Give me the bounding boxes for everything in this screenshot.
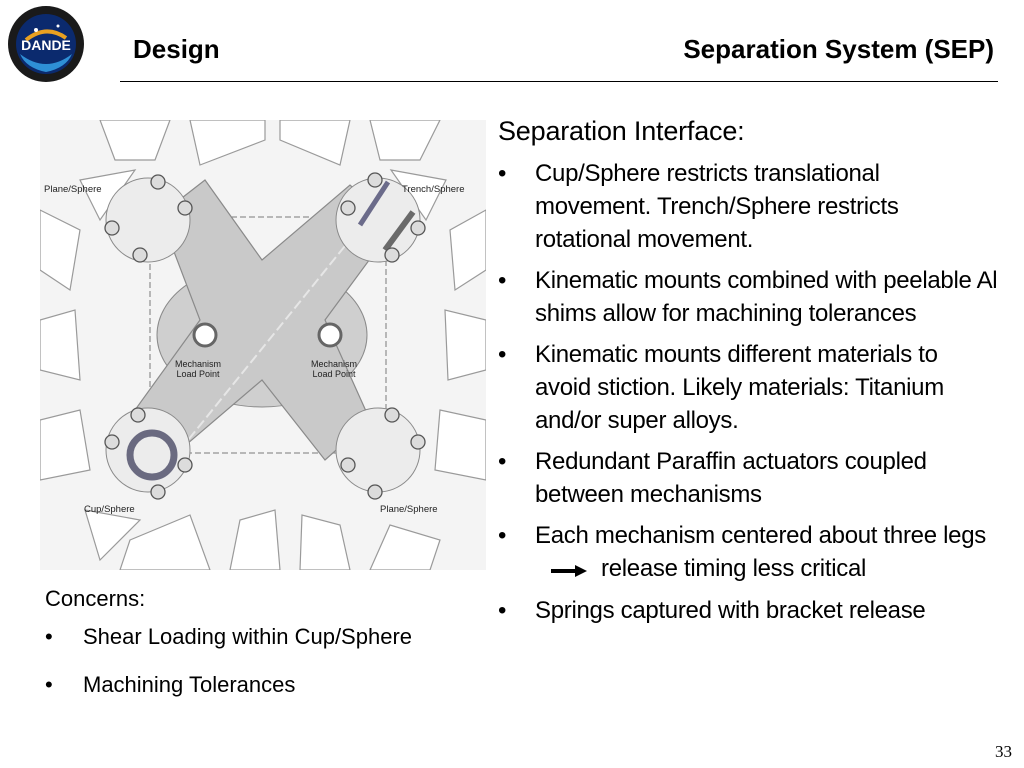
svg-text:Load Point: Load Point xyxy=(312,369,356,379)
dande-logo: DANDE xyxy=(6,4,86,84)
svg-text:Load Point: Load Point xyxy=(176,369,220,379)
separation-interface-panel: Separation Interface: •Cup/Sphere restri… xyxy=(498,116,998,635)
list-item: •Kinematic mounts combined with peelable… xyxy=(498,267,998,327)
list-item: •Kinematic mounts different materials to… xyxy=(498,341,944,434)
list-item: •Springs captured with bracket release xyxy=(498,597,926,625)
page-title: Separation System (SEP) xyxy=(683,34,994,64)
separation-interface-title: Separation Interface: xyxy=(498,116,745,146)
list-item: •Redundant Paraffin actuators coupled be… xyxy=(498,448,927,508)
label-plane-sphere-bottom: Plane/Sphere xyxy=(380,504,438,515)
page-number: 33 xyxy=(995,742,1012,761)
svg-text:DANDE: DANDE xyxy=(21,37,71,53)
label-plane-sphere-top: Plane/Sphere xyxy=(44,184,102,195)
list-item: •Each mechanism centered about three leg… xyxy=(498,519,998,586)
list-item: •Cup/Sphere restricts translational move… xyxy=(498,160,899,253)
header-divider xyxy=(120,81,998,82)
load-point-label-right: Mechanism xyxy=(311,359,357,369)
arrow-right-icon xyxy=(551,553,587,586)
concerns-list: •Shear Loading within Cup/Sphere •Machin… xyxy=(45,624,485,698)
separation-interface-list: •Cup/Sphere restricts translational move… xyxy=(498,157,998,627)
concerns-section: Concerns: •Shear Loading within Cup/Sphe… xyxy=(45,586,485,720)
concerns-title: Concerns: xyxy=(45,586,146,611)
label-cup-sphere: Cup/Sphere xyxy=(84,504,135,515)
separation-system-diagram: Mechanism Load Point Mechanism Load Poin… xyxy=(39,119,487,571)
section-title: Design xyxy=(133,34,220,64)
list-item: •Machining Tolerances xyxy=(45,672,296,697)
label-trench-sphere: Trench/Sphere xyxy=(402,184,465,195)
load-point-label-left: Mechanism xyxy=(175,359,221,369)
list-item: •Shear Loading within Cup/Sphere xyxy=(45,624,413,649)
